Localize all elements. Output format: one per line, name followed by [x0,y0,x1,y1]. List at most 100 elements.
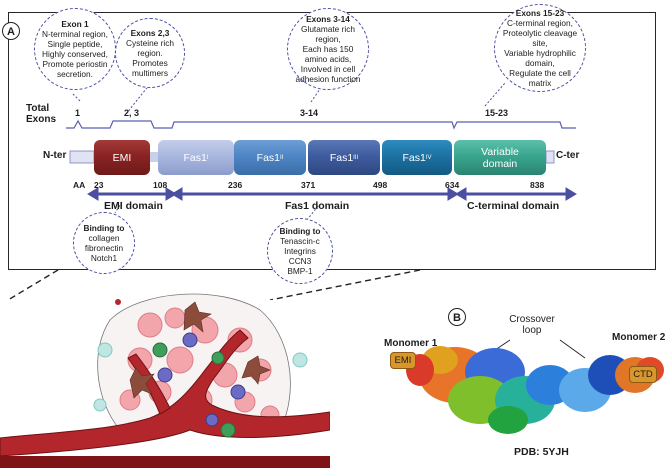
exon-1-line: Highly conserved, [42,49,108,59]
ctd-tag: CTD [629,366,657,383]
exon-tick-label: 3-14 [300,108,319,118]
exon-2-3-bubble: Exons 2,3 Cysteine rich region. Promotes… [115,18,185,88]
c-terminal-domain-label: C-terminal domain [467,200,560,212]
segment-fas1-sup: IV [425,154,432,161]
panel-a-letter: A [2,22,20,40]
total-exons-label-2: Exons [26,114,57,125]
exon-tick-label: 2, 3 [124,108,140,118]
binding-line: CCN3 [288,256,312,266]
fas1-arrow-left [171,187,183,201]
binding-line: BMP-1 [287,266,313,276]
red-dot [115,299,121,305]
bubble-leader-2 [125,83,151,115]
exon-3-14-line: region, [315,34,341,44]
exon-tick-label: 1 [75,108,81,118]
emi-tag: EMI [390,352,416,369]
emi-domain-label: EMI domain [104,200,163,212]
segment-fas1-sup: II [280,154,284,161]
binding-title: Binding to [279,226,321,236]
segment-emi: EMI [94,140,150,175]
binding-line: Integrins [284,246,316,256]
binding-bubble-fas1: Binding to Tenascin-c Integrins CCN3 BMP… [267,218,333,284]
total-exons-label-1: Total [26,103,50,114]
c-ter-rod [545,150,555,164]
binding-leader-2 [306,205,319,221]
tissue-illustration [0,293,330,468]
exon-1-title: Exon 1 [61,19,89,29]
exon-15-23-bubble: Exons 15-23 C-terminal region, Proteolyt… [494,4,586,92]
exon-1-line: N-terminal region, [42,29,108,39]
segment-fas1-label: Fas1 [402,151,426,164]
cterm-arrow-right [565,187,577,201]
blood-vessel [0,329,330,457]
binding-line: fibronectin [84,243,124,253]
aa-position: 634 [445,180,460,190]
segment-fas1-label: Fas1 [256,151,280,164]
exon-2-3-line: region. [137,48,163,58]
segment-fas1-sup: I [206,154,209,161]
cterm-arrow-left [455,187,467,201]
crossover-line-1: Crossover [509,314,555,325]
aa-position: 371 [301,180,316,190]
fas1-domain-label: Fas1 domain [285,200,350,212]
exon-15-23-line: Regulate the cell [509,68,571,78]
exon-15-23-title: Exons 15-23 [515,8,565,18]
aa-position: 498 [373,180,388,190]
vessel-lower [0,456,330,468]
protein-structure [406,339,664,434]
binding-bubble-emi: Binding to collagen fibronectin Notch1 [73,212,135,274]
exon-3-14-title: Exons 3-14 [306,14,350,24]
aa-position: 108 [153,180,168,190]
emi-arrow-left [87,187,99,201]
exon-1-line: Promote periostin [42,59,108,69]
exon-bracket-line [66,119,576,130]
exon-15-23-line: C-terminal region, [507,18,573,28]
exon-2-3-title: Exons 2,3 [130,28,170,38]
binding-line: Tenascin-c [280,236,320,246]
aa-position: 23 [94,180,104,190]
pdb-label: PDB: 5YJH [514,446,569,458]
fas1-arrow-right [447,187,459,201]
segment-fas1-sup: III [353,154,359,161]
crossover-loop-label: Crossover loop [502,314,562,336]
exon-15-23-line: site, [532,38,548,48]
panel-b-letter: B [448,308,466,326]
crossover-leader-right [559,339,586,359]
exon-track-svg [7,82,577,300]
exon-2-3-line: multimers [132,68,168,78]
bubble-leader-1 [71,92,81,102]
segment-variable-label: Variable domain [481,145,519,170]
emi-arrow-right [165,187,177,201]
bubble-leader-4 [484,82,506,107]
monomer-1-label: Monomer 1 [384,338,438,349]
exon-3-14-line: adhesion function [295,74,361,84]
segment-fas1-label: Fas1 [329,151,354,164]
exon-tick-label: 15-23 [485,108,509,118]
exon-1-line: secretion. [57,69,93,79]
n-ter-label: N-ter [43,150,67,161]
c-ter-label: C-ter [556,150,580,161]
binding-line: collagen [88,233,120,243]
aa-position: 838 [530,180,545,190]
aa-position: 236 [228,180,243,190]
segment-fas1-label: Fas1 [183,151,207,164]
binding-title: Binding to [83,223,125,233]
exon-15-23-line: Variable hydrophilic [504,48,576,58]
binding-line: Notch1 [90,253,118,263]
exon-3-14-line: amino acids, [304,54,352,64]
aa-label: AA [73,180,86,190]
exon-15-23-line: matrix [528,78,552,88]
zoom-line-right [269,269,421,300]
segment-variable: Variable domain [454,140,546,175]
exon-3-14-line: Glutamate rich [301,24,355,34]
segment-emi-label: EMI [112,151,132,164]
exon-3-14-line: Involved in cell [300,64,356,74]
exon-2-3-line: Promotes [132,58,168,68]
monomer-2-label: Monomer 2 [612,332,666,343]
n-ter-rod [69,150,95,164]
exon-3-14-line: Each has 150 [302,44,354,54]
